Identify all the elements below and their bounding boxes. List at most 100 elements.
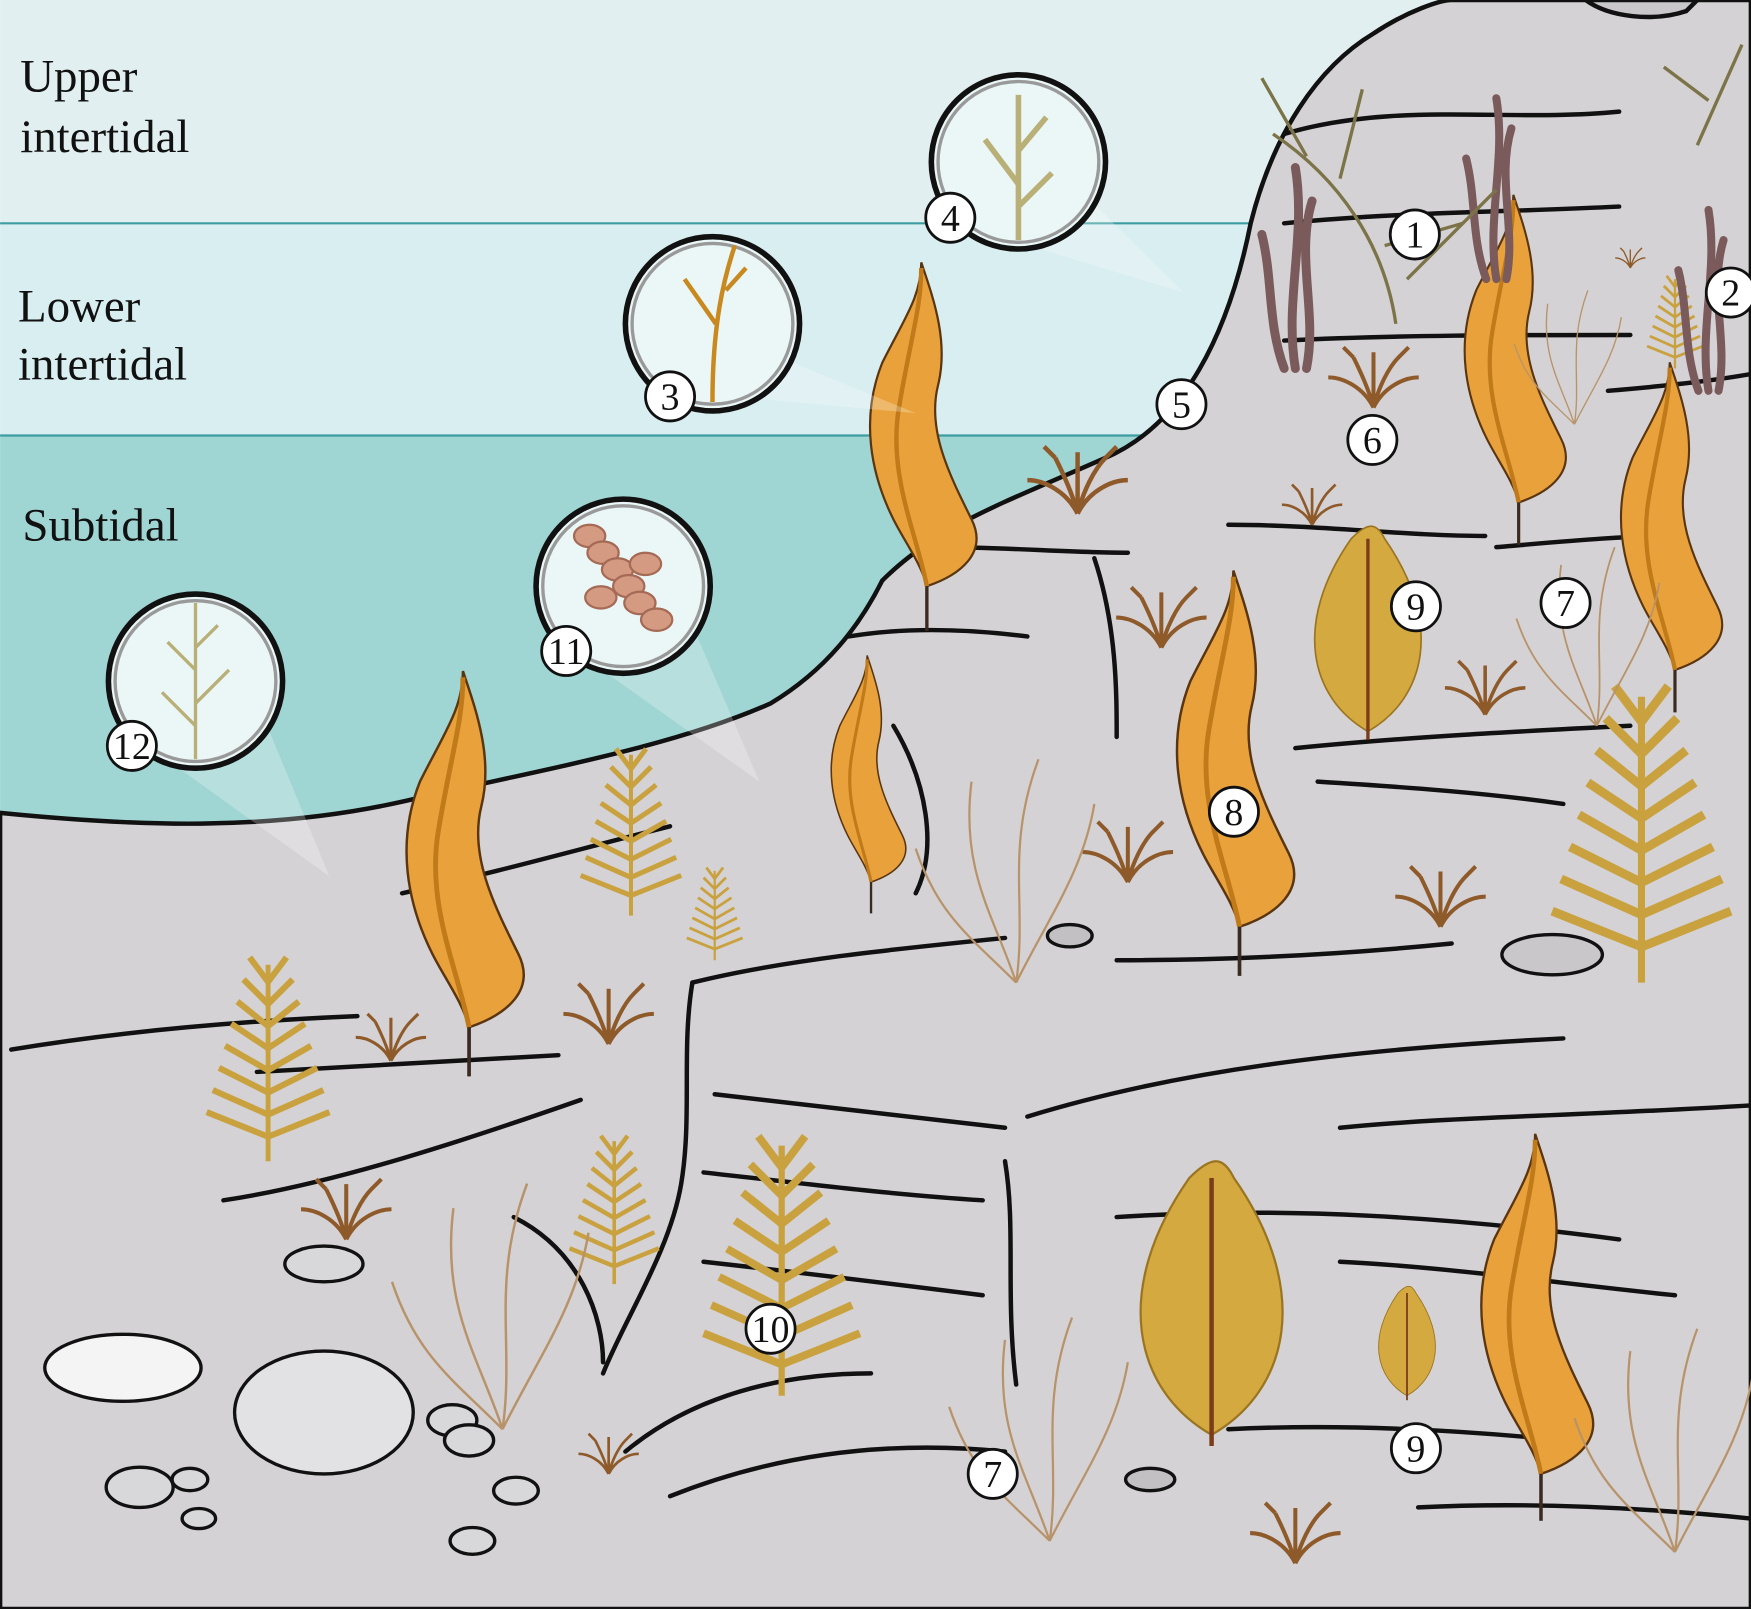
branching-red-seaweed [563,982,654,1045]
label-number: 3 [661,377,680,419]
rock-crack [1293,723,1633,751]
rock-crack [511,1214,606,1365]
branching-red-seaweed [1249,1501,1341,1565]
label-circle [1207,785,1260,838]
branching-red-seaweed [1082,820,1174,884]
label-circle [1155,378,1208,431]
kelp-frond [405,670,525,1077]
feathery-seaweed [205,955,331,1162]
rock-crack [846,627,1030,639]
label-number: 10 [752,1309,790,1351]
rock-crack [1415,1502,1751,1521]
label-number: 6 [1363,420,1382,462]
branching-red-seaweed [300,1177,392,1241]
tubular-seaweed [1257,163,1317,373]
branching-red-seaweed [578,1432,639,1475]
filamentous-seaweed [948,1317,1129,1542]
pebble [448,1525,497,1556]
rock-crack [1281,204,1622,226]
label-circle [1389,580,1442,633]
rock-crack [623,1371,874,1454]
label-number: 8 [1224,792,1243,834]
branching-red-seaweed [1395,865,1486,928]
rock-crack [712,1092,1008,1130]
magnifier-lens [105,591,330,877]
rock-crack [1092,556,1119,740]
broad-leaf-seaweed [1139,1160,1284,1446]
label-number: 11 [548,631,585,673]
rock-cracks [9,109,1751,1521]
rock-crack [1114,941,1454,963]
rock-crack [667,1445,1008,1499]
species-label: 5 [1155,378,1208,431]
label-circle [1389,1422,1442,1475]
branching-red-seaweed [1027,445,1128,515]
rock-crack [221,1097,583,1203]
species-label: 9 [1389,1422,1442,1475]
pebble [1123,1466,1177,1493]
broad-leaf-seaweed [1378,1285,1436,1401]
rock-crack [701,1170,985,1203]
kelp-frond [1619,361,1724,713]
label-circle [540,625,593,677]
filamentous-seaweed [1513,290,1623,425]
label-number: 9 [1406,1428,1425,1470]
branching-red-seaweed [355,1012,427,1062]
species-label: 12 [105,719,158,772]
pebble [232,1349,415,1476]
rock-crack [254,1052,561,1075]
filamentous-seaweed [1573,1328,1751,1553]
rock-crack [701,1259,985,1298]
rock-pool [1500,932,1605,977]
tubular-seaweed [1462,94,1516,284]
label-circle [644,370,697,423]
rock-crack [600,980,695,1376]
zone-label-upper-1: Upper [20,51,138,103]
species-label: 7 [966,1447,1019,1500]
label-number: 4 [941,198,960,240]
label-number: 5 [1172,384,1191,426]
species-label: 7 [1539,576,1592,629]
broad-leaf-seaweed [1313,525,1422,740]
pebbles [43,1244,1177,1556]
species-label: 10 [744,1302,797,1355]
rock-crack [1226,1424,1566,1443]
branching-red-seaweed [1281,483,1343,526]
label-circle [1704,266,1751,319]
filamentous-seaweed [1515,546,1661,727]
rock-top-right [1581,0,1701,20]
label-circle [744,1302,797,1355]
branching-red-seaweed [1328,345,1419,409]
pebble [442,1423,496,1458]
rock-pool [1045,922,1094,949]
feathery-seaweed [686,866,744,961]
feathery-seaweed [568,1134,660,1285]
species-label: 9 [1389,580,1442,633]
branching-red-seaweed [1615,247,1646,269]
species-label: 11 [540,625,593,677]
branching-red-seaweed [1444,659,1526,716]
magnifier-lens [928,72,1184,293]
feathery-seaweed [1550,683,1733,983]
species-label: 6 [1346,413,1399,466]
label-number: 7 [1556,583,1575,625]
label-number: 7 [983,1454,1002,1496]
label-number: 9 [1406,586,1425,628]
species-label: 1 [1388,208,1441,261]
kelp-frond [868,262,978,631]
label-number: 2 [1721,273,1740,315]
label-circle [1388,208,1441,261]
pebble [170,1466,210,1493]
label-number: 12 [113,726,151,768]
species-label: 3 [644,370,697,423]
pebble [43,1332,203,1403]
pebble [491,1475,540,1506]
species-label: 4 [924,191,977,244]
rock-crack [690,935,1008,985]
kelp-frond [830,655,907,914]
pebble [104,1465,175,1510]
kelp-frond [1480,1133,1595,1521]
zone-label-lower-2: intertidal [18,339,187,391]
